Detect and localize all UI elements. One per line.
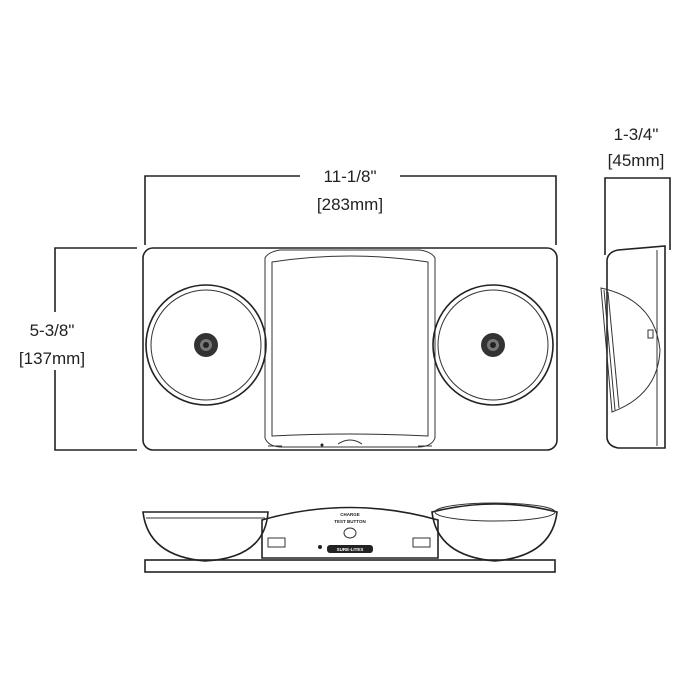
height-mm: [137mm] [19, 349, 85, 368]
test-button [343, 527, 357, 539]
depth-dimension: 1-3/4" [45mm] [604, 125, 671, 255]
bottom-view: CHARGE TEST BUTTON SURE-LITES [142, 502, 558, 573]
test-button-label: TEST BUTTON [334, 519, 365, 524]
right-lamp [432, 284, 554, 406]
width-mm: [283mm] [317, 195, 383, 214]
front-view [142, 247, 558, 451]
width-dimension: 11-1/8" [283mm] [144, 167, 557, 245]
height-dimension: 5-3/8" [137mm] [19, 247, 137, 451]
width-inches: 11-1/8" [324, 167, 377, 186]
height-inches: 5-3/8" [30, 321, 75, 340]
depth-mm: [45mm] [608, 151, 665, 170]
depth-inches: 1-3/4" [614, 125, 659, 144]
charge-label: CHARGE [340, 512, 360, 517]
side-view [600, 245, 666, 449]
brand-label: SURE-LITES [337, 547, 364, 552]
left-lamp [145, 284, 267, 406]
